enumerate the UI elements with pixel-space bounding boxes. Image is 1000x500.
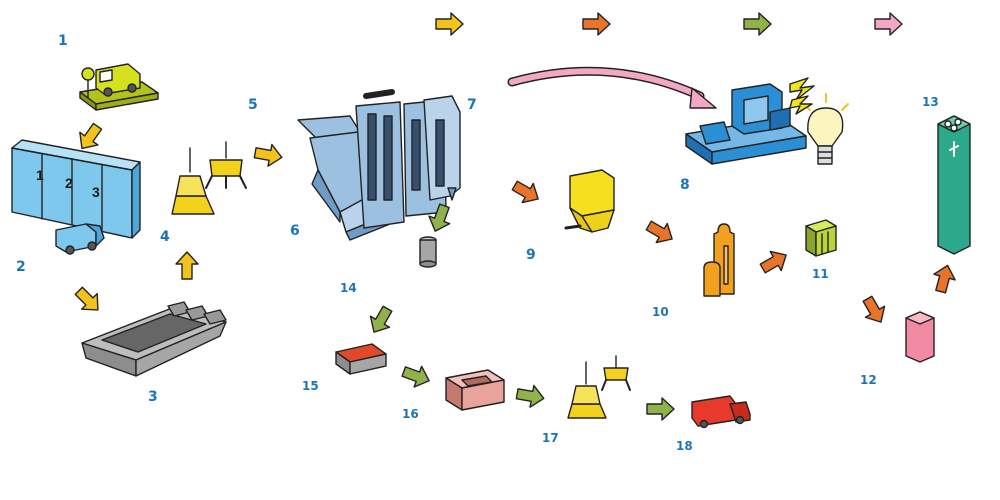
step-label-16: 16 [402, 407, 419, 421]
step-label-2: 2 [16, 259, 26, 275]
ash-crane-icon [567, 355, 631, 419]
bag-filter-icon [564, 169, 615, 233]
step-label-5: 5 [248, 97, 258, 113]
flow-arrow-10-11-icon [756, 244, 793, 279]
legend-pink-arrow-icon [874, 12, 903, 36]
gas-treatment-tanks-icon [703, 223, 735, 297]
induced-fan-icon [905, 311, 935, 363]
step-label-7: 7 [467, 97, 477, 113]
stack-icon [937, 115, 971, 255]
ash-bunker-icon [445, 369, 505, 411]
ash-pit-icon [335, 343, 387, 375]
truck-scale-icon [79, 63, 159, 111]
flow-arrow-2-3-icon [70, 282, 107, 319]
step-label-18: 18 [676, 439, 693, 453]
steam-arrow-icon [507, 66, 717, 109]
step-label-15: 15 [302, 379, 319, 393]
step-label-8: 8 [680, 177, 690, 193]
svg-text:2: 2 [65, 175, 73, 191]
legend-arrows [435, 12, 903, 36]
flow-arrow-1-2-icon [72, 119, 108, 156]
legend-yellow-arrow-icon [435, 12, 464, 36]
legend-green-arrow-icon [743, 12, 772, 36]
svg-text:1: 1 [36, 167, 44, 183]
flow-arrow-4-6-icon [252, 141, 285, 169]
flow-arrow-12-13-icon [929, 261, 959, 296]
lightning-icon [789, 77, 815, 115]
step-label-11: 11 [812, 267, 829, 281]
step-label-17: 17 [542, 431, 559, 445]
flow-arrow-9-10-icon [642, 215, 679, 250]
catalyst-unit-icon [805, 219, 837, 257]
flow-arrow-17-18-icon [646, 397, 675, 421]
step-label-12: 12 [860, 373, 877, 387]
legend-orange-arrow-icon [582, 12, 611, 36]
ash-truck-icon [691, 395, 751, 429]
step-label-6: 6 [290, 223, 300, 239]
step-label-14: 14 [340, 281, 357, 295]
refuse-crane-icon [171, 141, 247, 215]
flow-arrow-14-15-icon [363, 302, 398, 339]
flow-arrow-6-9-icon [508, 175, 545, 210]
step-label-10: 10 [652, 305, 669, 319]
flow-arrow-11-12-icon [857, 292, 892, 329]
flow-arrow-15-16-icon [399, 360, 434, 392]
step-label-13: 13 [922, 95, 939, 109]
step-label-9: 9 [526, 247, 536, 263]
refuse-pit-icon [81, 301, 227, 377]
step-label-3: 3 [148, 389, 158, 405]
garbage-truck-icon [55, 223, 105, 255]
turbine-generator-icon [685, 83, 807, 165]
step-label-1: 1 [58, 33, 68, 49]
platform-icon: 1 2 3 [11, 139, 141, 239]
flow-arrow-3-4-icon [175, 251, 199, 280]
ash-container-icon [419, 236, 437, 268]
flow-arrow-16-17-icon [514, 382, 547, 410]
step-label-4: 4 [160, 229, 170, 245]
svg-text:3: 3 [92, 184, 100, 200]
